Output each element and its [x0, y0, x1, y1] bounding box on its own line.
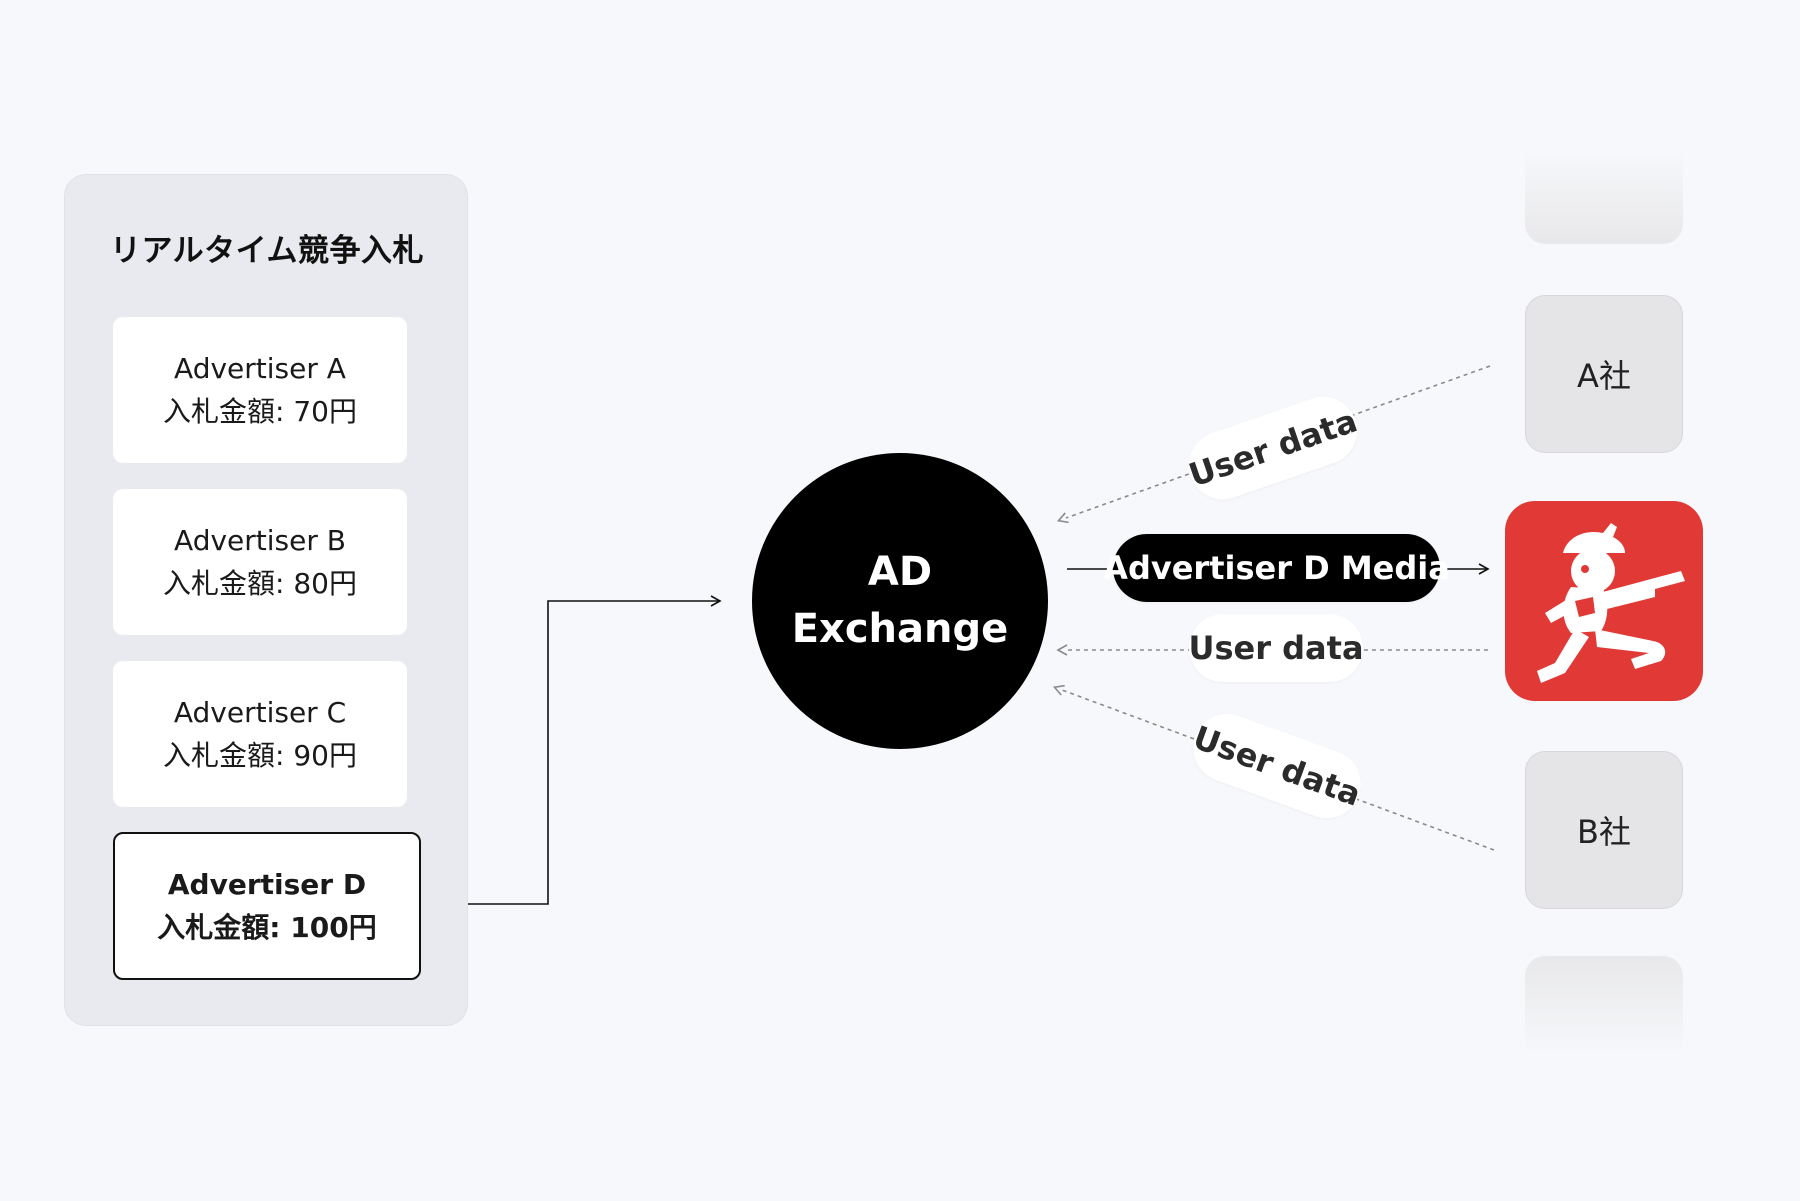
- advertiser-name: Advertiser A: [174, 352, 346, 385]
- advertiser-name: Advertiser B: [174, 524, 346, 557]
- advertiser-card-b: Advertiser B 入札金額: 80円: [113, 489, 407, 635]
- media-tile-company-b: B社: [1525, 751, 1683, 909]
- advertiser-bid: 入札金額: 90円: [163, 739, 357, 772]
- winner-media-label: Advertiser D Media: [1103, 534, 1450, 602]
- advertiser-card-a: Advertiser A 入札金額: 70円: [113, 317, 407, 463]
- advertiser-card-d-winner: Advertiser D 入札金額: 100円: [113, 832, 421, 980]
- advertiser-name: Advertiser C: [173, 696, 347, 729]
- media-tile-faded-top: [1525, 150, 1683, 244]
- exchange-label-line1: AD: [867, 549, 933, 595]
- advertiser-bid: 入札金額: 80円: [163, 567, 357, 600]
- advertiser-name: Advertiser D: [167, 868, 367, 901]
- panel-title: リアルタイム競争入札: [109, 233, 425, 269]
- user-data-middle-label: User data: [1188, 614, 1364, 682]
- rtb-panel: リアルタイム競争入札 Advertiser A 入札金額: 70円 Advert…: [64, 174, 468, 1026]
- media-tile-faded-bottom: [1525, 956, 1683, 1056]
- running-mascot-icon: [1505, 501, 1703, 701]
- winner-to-exchange-arrow: [410, 595, 722, 905]
- advertiser-card-c: Advertiser C 入札金額: 90円: [113, 661, 407, 807]
- media-tile-company-a: A社: [1525, 295, 1683, 453]
- advertiser-bid: 入札金額: 70円: [163, 395, 357, 428]
- exchange-label-line2: Exchange: [791, 606, 1009, 652]
- ad-exchange-node: AD Exchange: [752, 453, 1048, 749]
- advertiser-bid: 入札金額: 100円: [157, 911, 377, 944]
